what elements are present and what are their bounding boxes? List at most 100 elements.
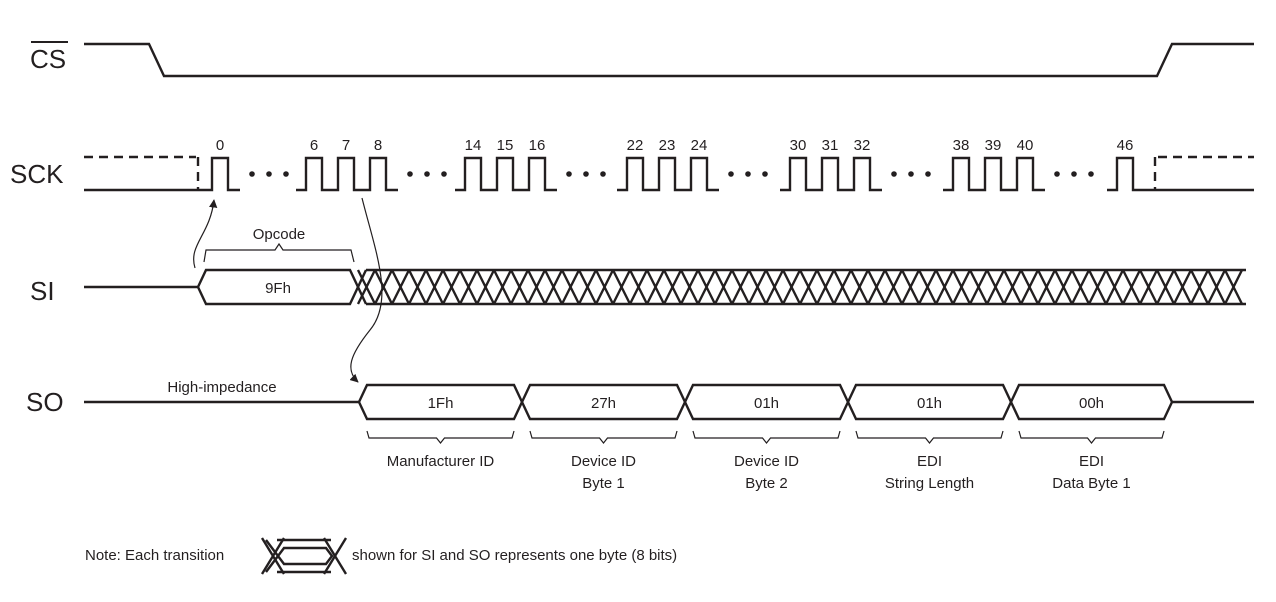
si-cross xyxy=(798,269,819,305)
si-cross xyxy=(543,269,564,305)
sck0-to-si-arrow xyxy=(193,199,218,269)
si-cross xyxy=(1206,269,1227,305)
si-cross xyxy=(1138,269,1159,305)
si-cross xyxy=(883,269,904,305)
si-cross xyxy=(730,269,751,305)
si-cross xyxy=(407,269,428,305)
so-byte-caption: String Length xyxy=(885,475,974,492)
si-cross xyxy=(492,269,513,305)
so-byte-caption: Manufacturer ID xyxy=(387,453,495,470)
sck-cycle-label: 16 xyxy=(529,137,546,154)
ellipsis-dot xyxy=(441,171,447,177)
si-cross xyxy=(628,269,649,305)
so-byte-brace xyxy=(366,430,515,444)
si-cross xyxy=(1121,269,1142,305)
sck-cycle-label: 38 xyxy=(953,137,970,154)
si-cross xyxy=(424,269,445,305)
si-cross xyxy=(900,269,921,305)
si-cross xyxy=(1155,269,1176,305)
note-suffix: shown for SI and SO represents one byte … xyxy=(352,547,677,564)
sck-cycle-label: 40 xyxy=(1017,137,1034,154)
so-byte-caption: Data Byte 1 xyxy=(1052,475,1130,492)
so-byte-brace xyxy=(855,430,1004,444)
note-prefix: Note: Each transition xyxy=(85,547,224,564)
si-cross xyxy=(866,269,887,305)
si-cross xyxy=(662,269,683,305)
si-cross xyxy=(594,269,615,305)
si-cross xyxy=(985,269,1006,305)
si-opcode-value: 9Fh xyxy=(265,280,291,297)
sck-cycle-label: 31 xyxy=(822,137,839,154)
si-label: SI xyxy=(30,276,55,306)
sck-cycle-label: 8 xyxy=(374,137,382,154)
note-byte-symbol xyxy=(265,539,334,573)
si-cross xyxy=(1223,269,1244,305)
si-cross xyxy=(747,269,768,305)
ellipsis-dot xyxy=(600,171,606,177)
si-cross xyxy=(475,269,496,305)
si-cross xyxy=(815,269,836,305)
so-byte-caption: Byte 2 xyxy=(745,475,788,492)
ellipsis-dot xyxy=(908,171,914,177)
si-cross xyxy=(951,269,972,305)
ellipsis-dot xyxy=(891,171,897,177)
si-cross xyxy=(1036,269,1057,305)
ellipsis-dot xyxy=(583,171,589,177)
si-cross xyxy=(1002,269,1023,305)
cs-label: CS xyxy=(30,44,66,74)
ellipsis-dot xyxy=(1088,171,1094,177)
ellipsis-dot xyxy=(925,171,931,177)
si-cross-entry xyxy=(356,269,368,305)
sck-pulse-group xyxy=(198,156,240,192)
si-cross xyxy=(1104,269,1125,305)
so-byte-value: 27h xyxy=(591,395,616,412)
sck-cycle-label: 32 xyxy=(854,137,871,154)
sck7-to-so-arrow xyxy=(349,197,383,383)
ellipsis-dot xyxy=(249,171,255,177)
si-cross xyxy=(679,269,700,305)
so-byte-brace xyxy=(692,430,841,444)
ellipsis-dot xyxy=(424,171,430,177)
si-cross xyxy=(373,269,394,305)
si-cross xyxy=(1172,269,1193,305)
sck-cycle-label: 24 xyxy=(691,137,708,154)
si-cross xyxy=(577,269,598,305)
sck-cycle-label: 22 xyxy=(627,137,644,154)
si-cross xyxy=(781,269,802,305)
so-byte-brace xyxy=(1018,430,1165,444)
si-cross xyxy=(968,269,989,305)
so-byte-value: 00h xyxy=(1079,395,1104,412)
so-byte-value: 1Fh xyxy=(428,395,454,412)
sck-pulse-group xyxy=(455,156,557,192)
sck-cycle-label: 6 xyxy=(310,137,318,154)
sck-label: SCK xyxy=(10,159,64,189)
ellipsis-dot xyxy=(266,171,272,177)
si-cross xyxy=(611,269,632,305)
sck-cycle-label: 0 xyxy=(216,137,224,154)
ellipsis-dot xyxy=(745,171,751,177)
sck-cycle-label: 7 xyxy=(342,137,350,154)
si-dont-care-bytes xyxy=(356,268,1246,306)
ellipsis-dot xyxy=(407,171,413,177)
ellipsis-dot xyxy=(283,171,289,177)
si-cross xyxy=(1189,269,1210,305)
si-cross xyxy=(526,269,547,305)
opcode-label: Opcode xyxy=(253,226,306,243)
so-byte-caption: Device ID xyxy=(734,453,799,470)
si-cross xyxy=(713,269,734,305)
sck-pulse-group xyxy=(780,156,882,192)
so-byte-caption: Device ID xyxy=(571,453,636,470)
si-cross xyxy=(832,269,853,305)
so-byte-brace xyxy=(529,430,678,444)
si-cross xyxy=(849,269,870,305)
ellipsis-dot xyxy=(566,171,572,177)
si-cross xyxy=(509,269,530,305)
si-cross xyxy=(390,269,411,305)
si-cross xyxy=(917,269,938,305)
sck-pulse-group xyxy=(617,156,719,192)
so-byte-caption: EDI xyxy=(917,453,942,470)
sck-pulse-group xyxy=(1107,156,1145,192)
sck-cycle-label: 46 xyxy=(1117,137,1134,154)
so-byte-value: 01h xyxy=(754,395,779,412)
